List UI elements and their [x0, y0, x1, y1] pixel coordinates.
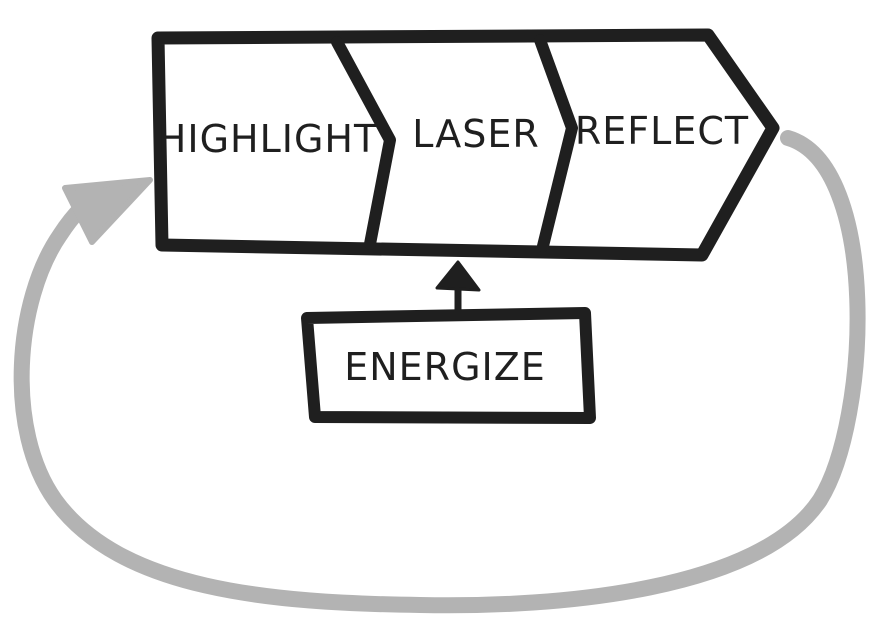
stage-label-highlight: HIGHLIGHT — [158, 117, 378, 161]
chevron-divider-2 — [534, 34, 578, 252]
energize-arrowhead — [435, 260, 481, 292]
process-bar-outline — [151, 28, 780, 262]
process-bar: HIGHLIGHT LASER REFLECT — [151, 28, 780, 262]
loop-arrow — [13, 130, 866, 614]
energize-label: ENERGIZE — [344, 345, 546, 389]
loop-arrowhead — [62, 177, 153, 245]
stage-label-reflect: REFLECT — [575, 109, 749, 153]
stage-label-laser: LASER — [412, 112, 540, 156]
energize-box-outline — [301, 307, 596, 424]
energize-box: ENERGIZE — [301, 307, 596, 424]
loop-arrow-curve — [13, 130, 866, 614]
chevron-divider-1 — [331, 36, 396, 250]
